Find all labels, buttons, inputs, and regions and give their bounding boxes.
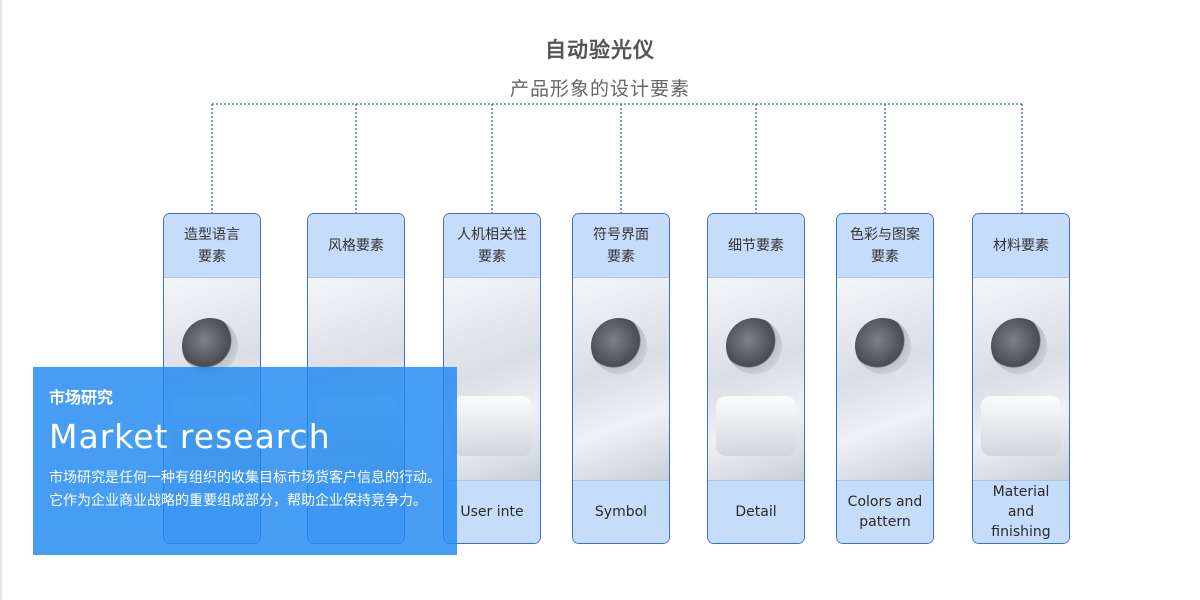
diagram-title: 自动验光仪 (545, 38, 655, 62)
element-card-ergonomics: 人机相关性 要素 User inte (443, 213, 541, 544)
element-card-color-pattern: 色彩与图案 要素 Colors and pattern (836, 213, 934, 544)
panel-description: 市场研究是任何一种有组织的收集目标市场货客户信息的行动。它作为企业商业战略的重要… (49, 470, 441, 509)
element-card-material: 材料要素 Material and finishing (972, 213, 1070, 544)
card-title: 符号界面 要素 (573, 214, 669, 278)
card-title: 色彩与图案 要素 (837, 214, 933, 278)
element-card-detail: 细节要素 Detail (707, 213, 805, 544)
card-label: Material and finishing (973, 480, 1069, 543)
diagram-subtitle: 产品形象的设计要素 (509, 78, 690, 100)
panel-english-title: Market research (49, 417, 331, 456)
card-photo (708, 278, 804, 480)
card-label: Detail (708, 480, 804, 543)
card-title: 造型语言 要素 (164, 214, 260, 278)
card-photo (973, 278, 1069, 480)
card-title: 材料要素 (973, 214, 1069, 278)
card-photo (573, 278, 669, 480)
card-label: User inte (444, 480, 540, 543)
card-photo (837, 278, 933, 480)
panel-heading: 市场研究 (49, 388, 114, 407)
page-edge-divider (0, 0, 2, 600)
card-title: 细节要素 (708, 214, 804, 278)
card-title: 风格要素 (308, 214, 404, 278)
card-photo (444, 278, 540, 480)
card-label: Symbol (573, 480, 669, 543)
card-label: Colors and pattern (837, 480, 933, 543)
card-title: 人机相关性 要素 (444, 214, 540, 278)
market-research-panel: 市场研究 Market research 市场研究是任何一种有组织的收集目标市场… (33, 367, 457, 555)
element-card-symbol-interface: 符号界面 要素 Symbol (572, 213, 670, 544)
